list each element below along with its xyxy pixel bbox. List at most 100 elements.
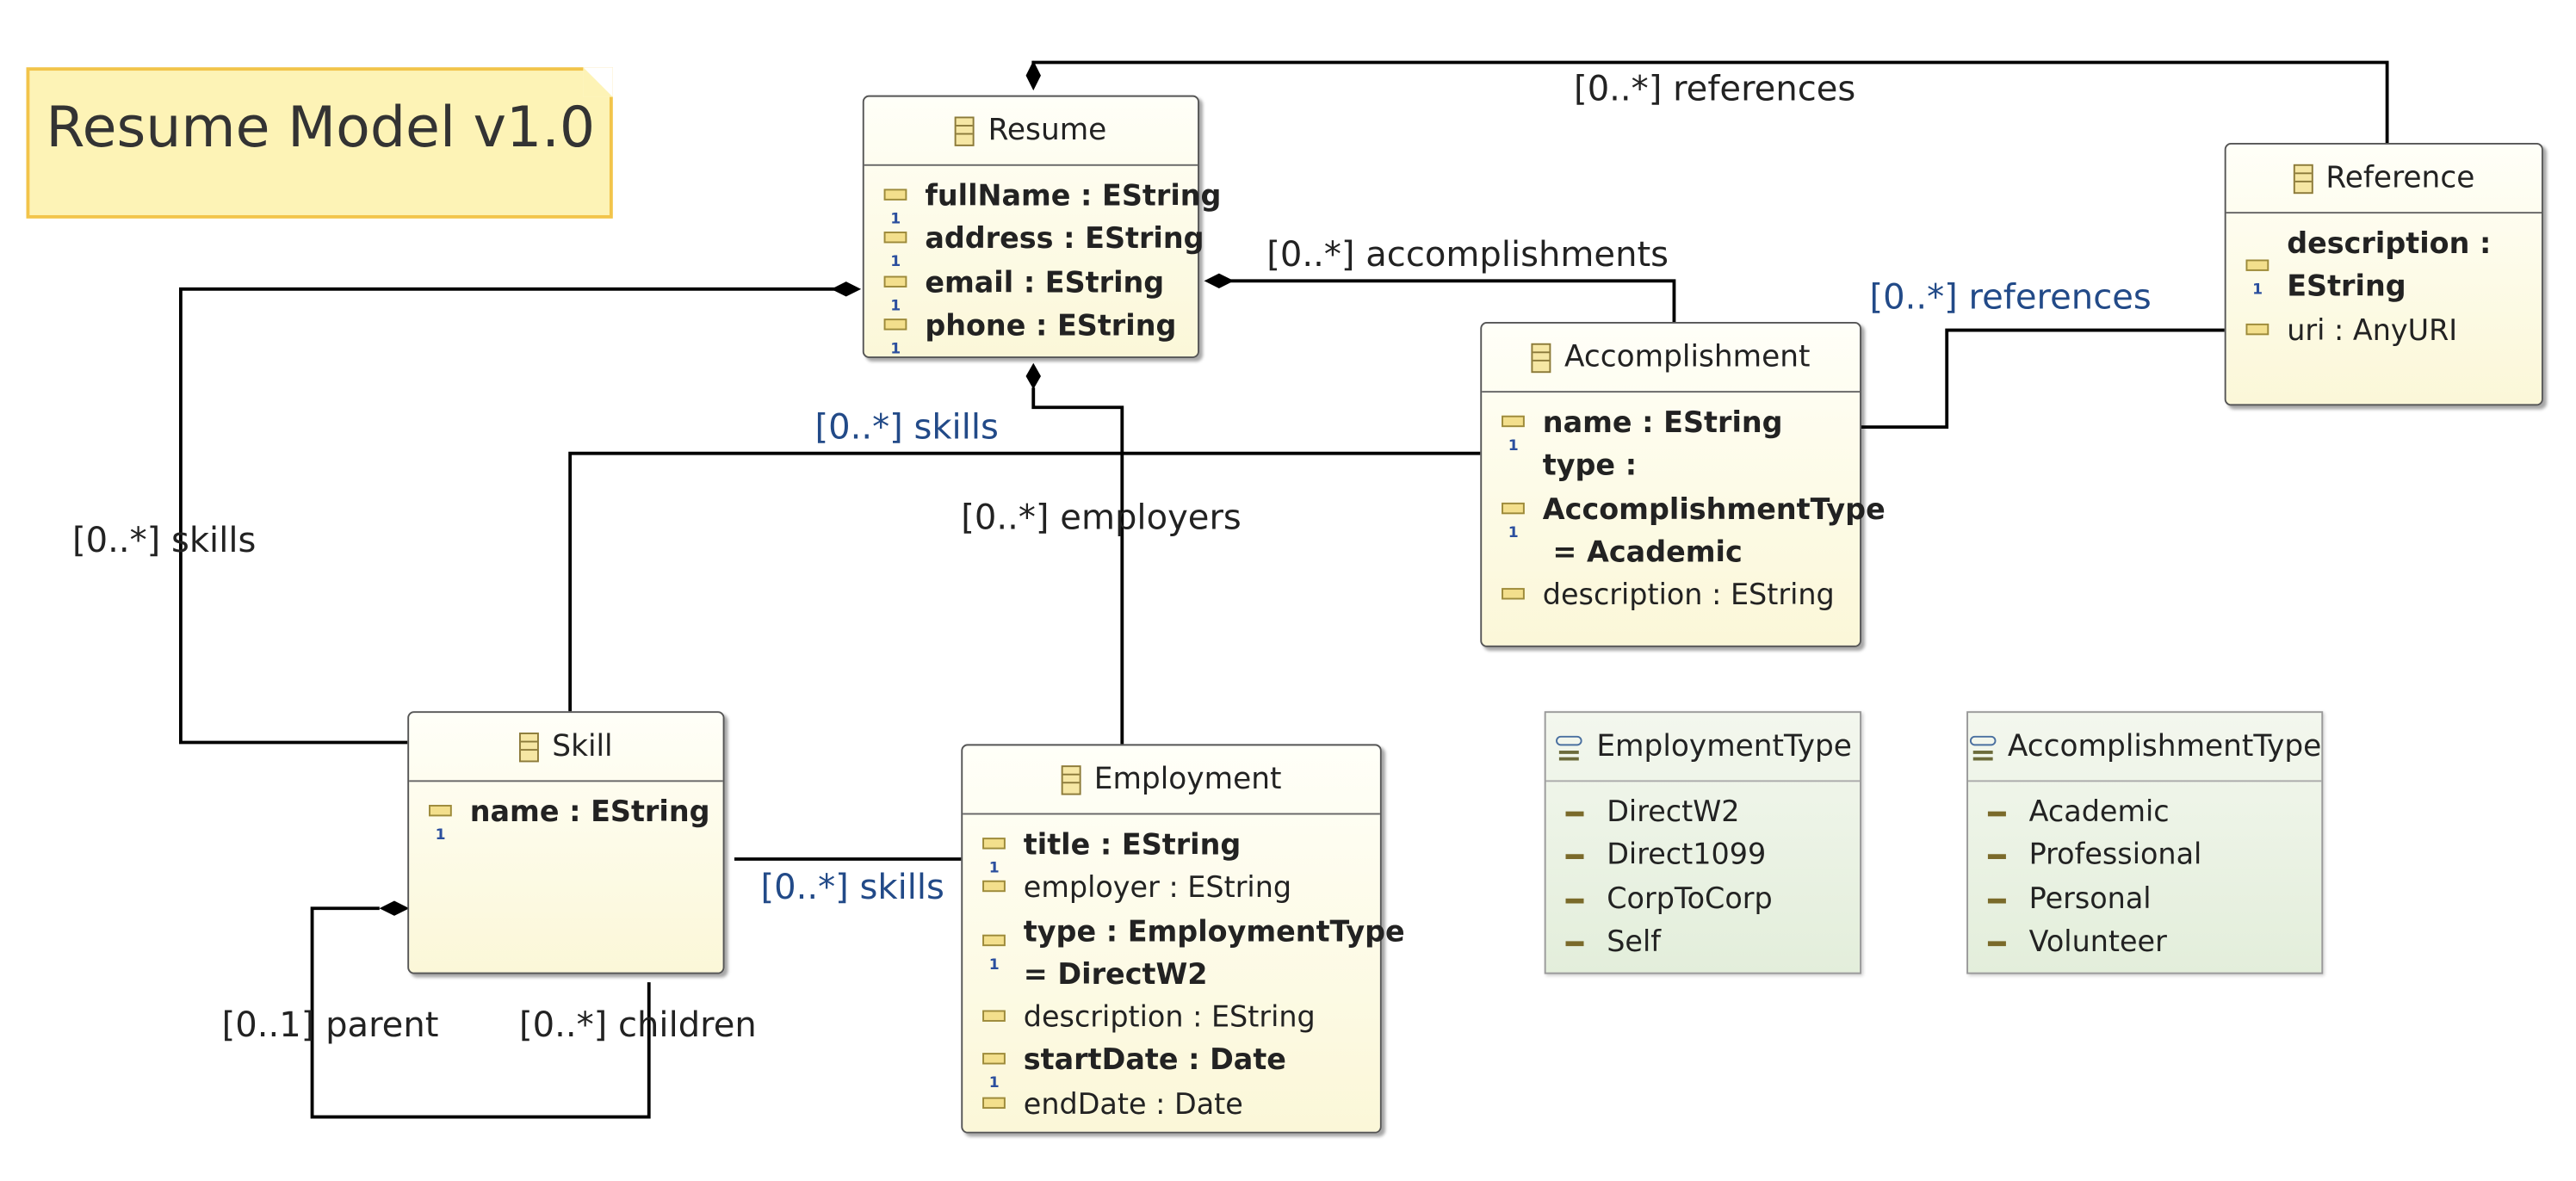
attribute-list: fullName : EString address : EString ema… [864,166,1221,372]
literal-icon [1565,898,1584,903]
enum-literal[interactable]: Volunteer [1968,921,2321,964]
class-name: Accomplishment [1564,339,1811,375]
eclass-icon [955,115,975,145]
attribute-row[interactable]: startDate : Date [963,1041,1380,1107]
enum-accomplishmenttype[interactable]: AccomplishmentType Academic Professional… [1966,711,2324,974]
literal-text: CorpToCorp [1607,882,1773,917]
class-header: Employment [963,745,1380,815]
enum-literal[interactable]: Professional [1968,835,2321,878]
edge-resume-employers [1031,387,1124,745]
enum-literal[interactable]: DirectW2 [1546,792,1860,835]
enum-literal[interactable]: Personal [1968,878,2321,921]
literal-text: Personal [2028,882,2152,917]
literal-icon [1987,898,2006,903]
attribute-row: AccomplishmentType [1482,489,1886,555]
attribute-row[interactable]: description : EString [1482,575,1860,618]
attribute-row[interactable]: title : EString [963,825,1380,891]
attribute-row[interactable]: fullName : EString [864,176,1221,242]
class-accomplishment[interactable]: Accomplishment name : EString type : Acc… [1480,322,1886,647]
required-attribute-icon [429,805,452,858]
attribute-text: = Academic [1542,536,1743,570]
label-resume-references[interactable]: [0..*] references [1574,69,1856,108]
attribute-row[interactable]: employer : EString [963,868,1380,911]
eclass-icon [2293,163,2313,194]
composition-diamond-employers [1025,362,1041,390]
enum-literal[interactable]: Direct1099 [1546,835,1860,878]
attribute-row[interactable]: type : [1482,446,1860,489]
class-name: Skill [552,729,613,764]
literal-text: Professional [2028,839,2202,873]
literal-list: DirectW2 Direct1099 CorpToCorp Self [1546,782,1860,964]
attribute-text: EString [2287,271,2406,305]
required-attribute-icon [982,933,1006,987]
label-employers[interactable]: [0..*] employers [961,498,1242,537]
attribute-text: startDate : Date [1023,1045,1286,1079]
literal-icon [1565,811,1584,817]
enum-employmenttype[interactable]: EmploymentType DirectW2 Direct1099 CorpT… [1544,711,1861,974]
class-header: Accomplishment [1482,324,1861,393]
literal-icon [1987,941,2006,946]
label-resume-skills[interactable]: [0..*] skills [71,520,257,560]
required-attribute-icon [883,275,907,328]
attribute-list: name : EString type : AccomplishmentType… [1482,393,1886,618]
eenum-icon [1554,732,1583,761]
diagram-title: Resume Model v1.0 [46,95,596,162]
attribute-text: name : EString [469,796,710,830]
class-name: Resume [988,113,1107,148]
attribute-text: AccomplishmentType [1542,493,1886,527]
class-name: Reference [2325,161,2475,196]
title-note: Resume Model v1.0 [26,67,613,219]
required-attribute-icon [982,1054,1006,1107]
label-accomplishment-references[interactable]: [0..*] references [1869,277,2152,318]
composition-diamond-parent [379,900,410,916]
attribute-row[interactable]: description : EString [963,998,1380,1041]
enum-literal[interactable]: Self [1546,921,1860,964]
edge-accomplishment-references [1861,328,2225,430]
attribute-row[interactable]: name : EString [1482,403,1860,468]
composition-diamond-accomplishments [1204,273,1235,289]
attribute-text: description : EString [1023,1002,1316,1036]
class-employment[interactable]: Employment title : EString employer : ES… [961,744,1405,1134]
enum-literal[interactable]: Academic [1968,792,2321,835]
label-employment-skills[interactable]: [0..*] skills [760,867,944,907]
attribute-text: fullName : EString [925,180,1222,214]
attribute-row[interactable]: name : EString [409,792,722,858]
attribute-row[interactable]: email : EString [864,263,1198,328]
class-header: Reference [2226,145,2542,214]
edge-accomplishment-skills [568,451,1481,712]
attribute-icon [2245,323,2269,335]
label-accomplishment-skills[interactable]: [0..*] skills [814,407,999,448]
attribute-list: description : EString uri : AnyURI [2226,213,2542,353]
label-parent[interactable]: [0..1] parent [221,1005,439,1045]
class-reference[interactable]: Reference description : EString uri : An… [2224,143,2543,406]
literal-icon [1565,941,1584,946]
attribute-text: endDate : Date [1023,1088,1243,1122]
enum-literal[interactable]: CorpToCorp [1546,878,1860,921]
class-header: Skill [409,713,723,782]
attribute-row[interactable]: phone : EString [864,306,1198,372]
edge-resume-skills [178,287,840,745]
attribute-row: = Academic [1482,532,1860,575]
eclass-icon [519,732,540,762]
attribute-row[interactable]: description : [2226,224,2542,267]
attribute-row[interactable]: uri : AnyURI [2226,310,2542,353]
attribute-row[interactable]: type : EmploymentType [963,911,1405,987]
composition-diamond-references [1025,60,1041,91]
attribute-text: description : EString [1542,579,1835,614]
attribute-icon [1502,588,1525,600]
required-attribute-icon [1502,415,1525,468]
literal-text: Direct1099 [1607,839,1767,873]
attribute-text: employer : EString [1023,872,1292,906]
literal-list: Academic Professional Personal Volunteer [1968,782,2321,964]
required-attribute-icon [982,838,1006,891]
note-fold [583,67,613,97]
attribute-row[interactable]: address : EString [864,219,1204,285]
class-skill[interactable]: Skill name : EString [407,711,725,974]
eclass-icon [1061,764,1081,795]
class-resume[interactable]: Resume fullName : EString address : EStr… [862,95,1221,372]
literal-text: Self [1607,926,1662,960]
label-children[interactable]: [0..*] children [518,1005,757,1045]
required-attribute-icon [883,318,907,372]
attribute-row[interactable]: endDate : Date [963,1084,1380,1127]
label-accomplishments[interactable]: [0..*] accomplishments [1266,234,1669,275]
